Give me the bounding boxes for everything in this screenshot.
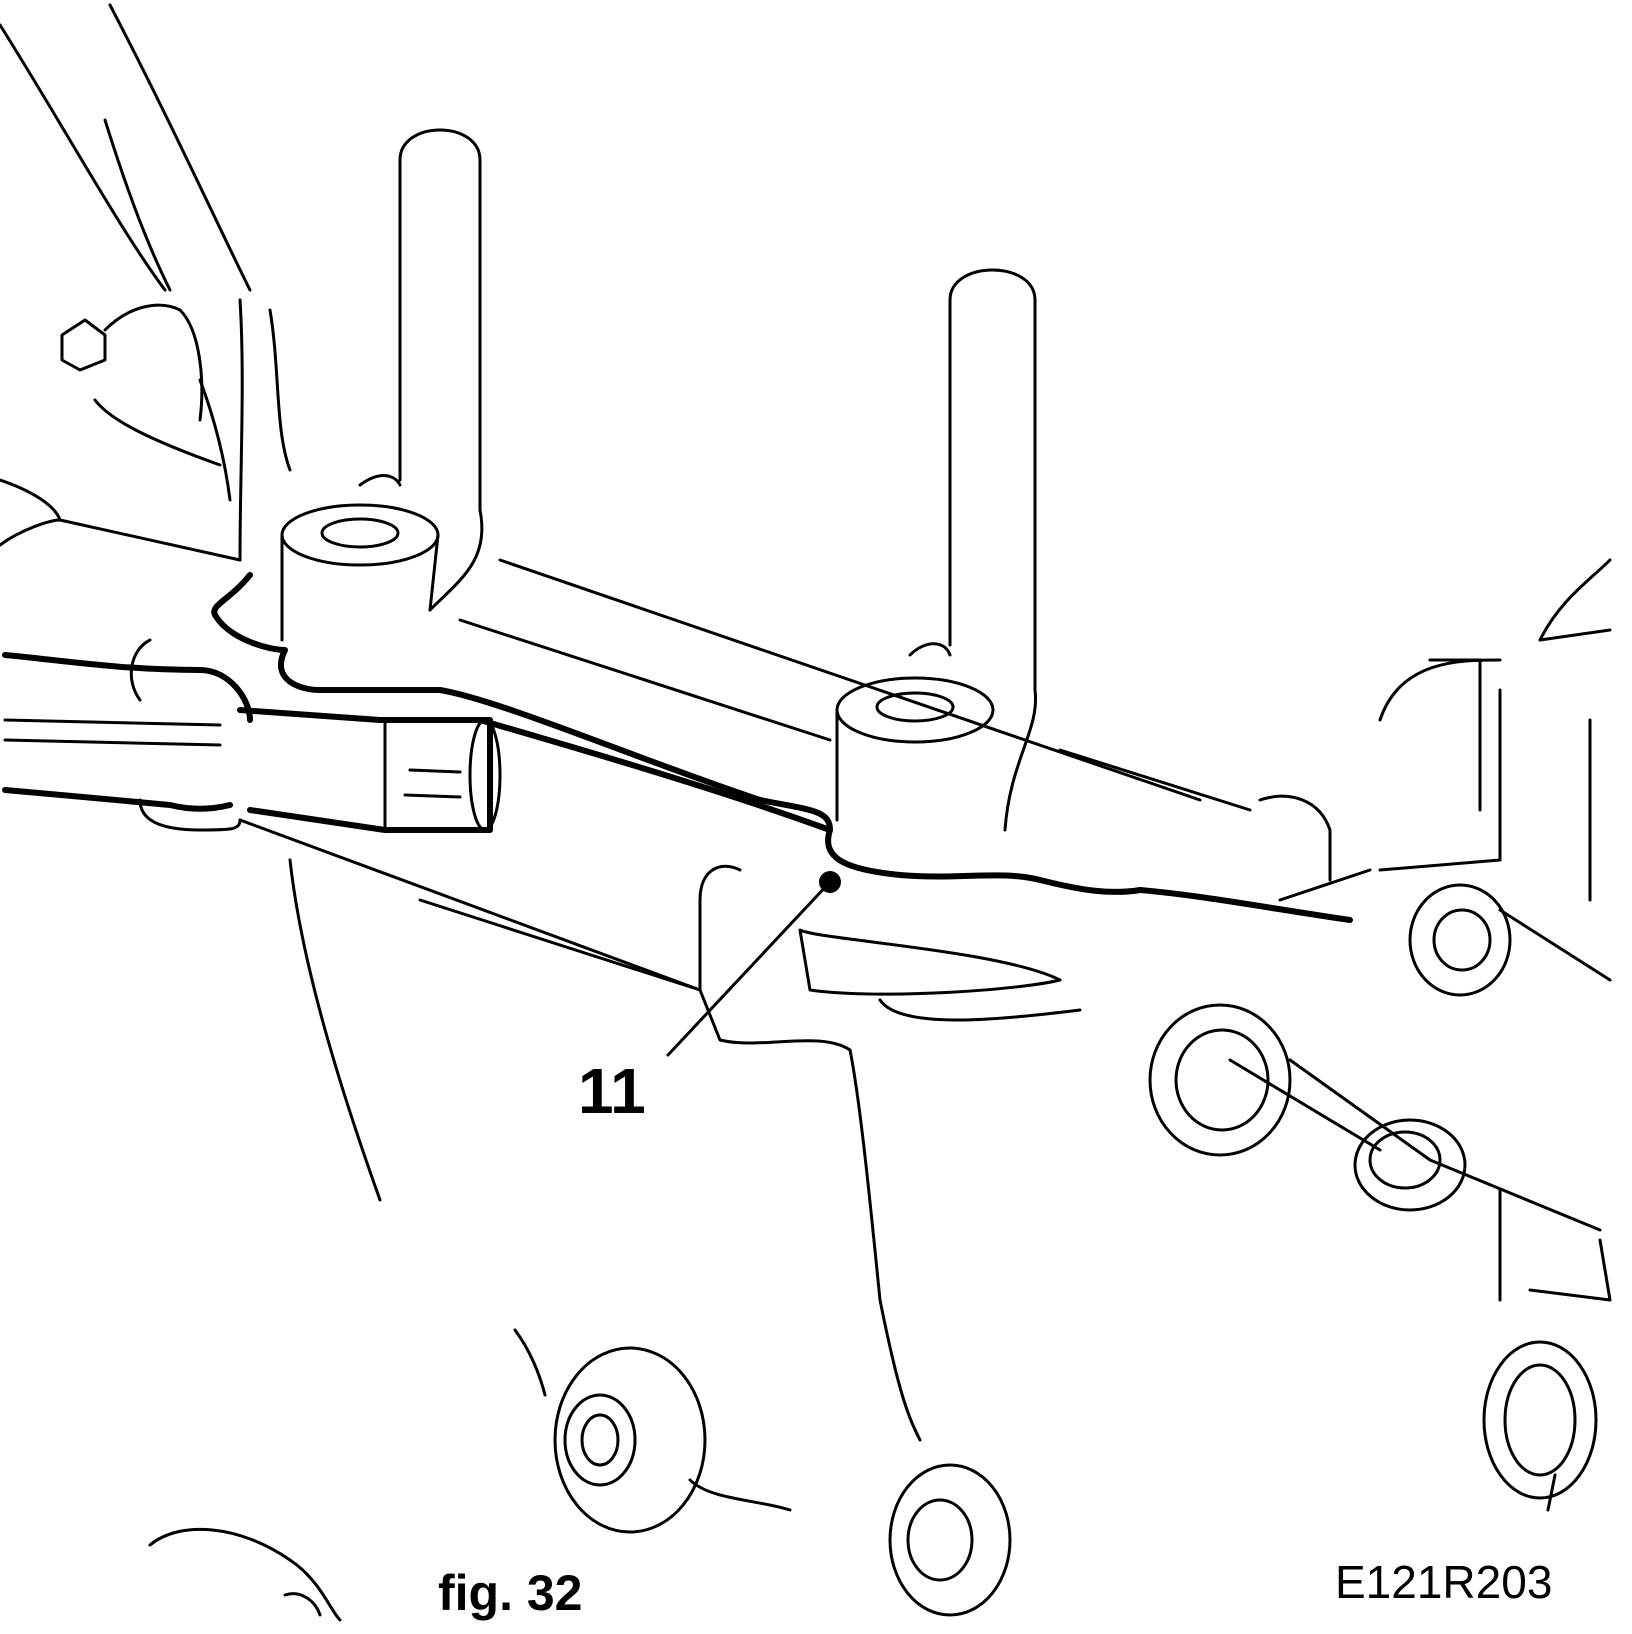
- bolts: [553, 883, 1598, 1617]
- drawing-code: E121R203: [1335, 1556, 1552, 1608]
- rail-housing: [0, 478, 1332, 1052]
- hook-detail: [148, 1328, 1557, 1622]
- figure-caption: fig. 32: [438, 1565, 582, 1621]
- pipe-nut: [237, 707, 502, 833]
- bolt-icon: [1353, 1118, 1467, 1212]
- bolt-icon: [1482, 1340, 1598, 1500]
- side-fitting: [60, 303, 232, 502]
- post-left: [280, 128, 484, 642]
- post-right: [835, 268, 1038, 832]
- bolt-icon: [1408, 883, 1512, 997]
- seal-bead: [211, 572, 1353, 923]
- tool-handle: [0, 3, 252, 292]
- lower-body: [288, 858, 1082, 1442]
- bolt-icon: [888, 1463, 1012, 1617]
- bolt-icon: [553, 1346, 707, 1534]
- callout-label: 11: [578, 1055, 646, 1127]
- bolt-icon: [1148, 1003, 1292, 1157]
- right-housing: [1228, 558, 1612, 1302]
- bracket-arm-left: [238, 298, 292, 562]
- callout-leader: [666, 871, 841, 1057]
- pipe: [2, 638, 253, 832]
